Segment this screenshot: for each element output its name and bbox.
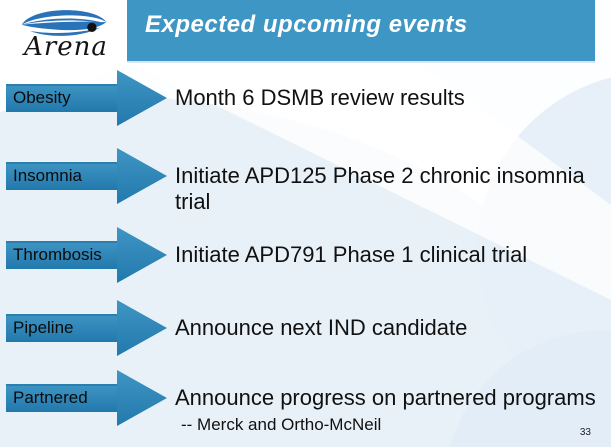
event-line: Month 6 DSMB review results xyxy=(175,85,465,110)
category-arrow: Insomnia xyxy=(6,147,168,205)
arrow-icon xyxy=(6,300,167,356)
event-subline: -- Merck and Ortho-McNeil xyxy=(181,415,382,434)
event-text: Announce next IND candidate xyxy=(175,315,611,341)
category-arrow: Thrombosis xyxy=(6,226,168,284)
arrow-icon xyxy=(6,148,167,204)
title-bar: Expected upcoming events xyxy=(127,0,595,63)
arena-logo-wordmark: Arena xyxy=(24,32,108,62)
category-label: Obesity xyxy=(13,88,71,107)
category-label: Insomnia xyxy=(13,166,82,185)
slide-title: Expected upcoming events xyxy=(145,11,468,38)
event-line: Initiate APD791 Phase 1 clinical trial xyxy=(175,242,528,267)
event-row-obesity: Obesity Month 6 DSMB review results xyxy=(0,69,611,139)
event-row-thrombosis: Thrombosis Initiate APD791 Phase 1 clini… xyxy=(0,226,611,296)
category-label: Thrombosis xyxy=(13,245,102,264)
logo-area: Arena xyxy=(0,0,127,64)
category-label: Partnered xyxy=(13,388,88,407)
arrow-icon xyxy=(6,227,167,283)
event-row-partnered: Partnered Announce progress on partnered… xyxy=(0,369,611,439)
event-row-insomnia: Insomnia Initiate APD125 Phase 2 chronic… xyxy=(0,147,611,217)
event-line: Announce progress on partnered programs xyxy=(175,385,596,410)
event-text: Initiate APD791 Phase 1 clinical trial xyxy=(175,242,611,268)
event-row-pipeline: Pipeline Announce next IND candidate xyxy=(0,299,611,369)
category-label: Pipeline xyxy=(13,318,74,337)
event-text: Announce progress on partnered programs … xyxy=(175,385,611,435)
page-number: 33 xyxy=(579,427,591,438)
event-line: Initiate APD125 Phase 2 chronic insomnia… xyxy=(175,163,585,214)
category-arrow: Obesity xyxy=(6,69,168,127)
arena-logo-icon xyxy=(21,10,107,36)
event-line: Announce next IND candidate xyxy=(175,315,468,340)
arrow-icon xyxy=(6,70,167,126)
arrow-icon xyxy=(6,370,167,426)
category-arrow: Partnered xyxy=(6,369,168,427)
category-arrow: Pipeline xyxy=(6,299,168,357)
event-text: Initiate APD125 Phase 2 chronic insomnia… xyxy=(175,163,611,215)
event-text: Month 6 DSMB review results xyxy=(175,85,611,111)
